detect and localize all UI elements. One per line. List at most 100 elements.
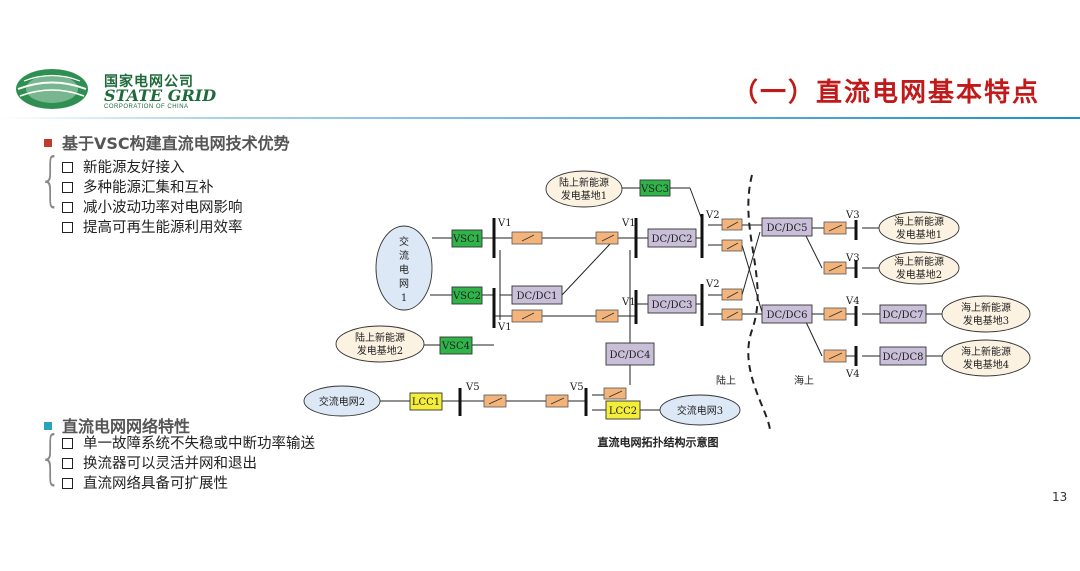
list-item-text: 减小波动功率对电网影响	[83, 200, 243, 216]
section-heading-vsc: 基于VSC构建直流电网技术优势	[44, 130, 290, 154]
slide-title: （一）直流电网基本特点	[731, 78, 1040, 108]
bus-label-v1: V1	[497, 218, 512, 229]
bus-label-v5: V5	[465, 382, 480, 393]
ac-grid-3-ellipse	[659, 394, 741, 426]
section-heading-text: 直流电网网络特性	[62, 417, 191, 436]
land-base-1-line1: 陆上新能源	[559, 176, 609, 189]
lcc1-label: LCC1	[412, 397, 440, 408]
checkbox-bullet-icon	[62, 202, 73, 213]
bus-label-v3: V3	[845, 210, 860, 221]
checkbox-bullet-icon	[62, 438, 73, 449]
section-heading-network: 直流电网网络特性	[44, 413, 190, 437]
brace-icon: {	[39, 145, 62, 213]
ellipse-labels: 交 流 电 网 1 陆上新能源 发电基地1 陆上新能源 发电基地2 海上新能源 …	[319, 176, 1011, 417]
sea-base-1-ellipse	[878, 211, 960, 245]
vsc4-label: VSC4	[441, 341, 470, 352]
checkbox-bullet-icon	[62, 478, 73, 489]
bus-label-v1: V1	[497, 322, 512, 333]
dc-breaker-icon	[721, 239, 743, 252]
dcdc1-box	[511, 285, 563, 305]
bus-label-v5: V5	[569, 382, 584, 393]
vsc1-box	[451, 229, 483, 248]
connection-lines	[380, 187, 942, 411]
land-base-2-ellipse	[335, 325, 425, 363]
bus-label-v1: V1	[621, 297, 636, 308]
dcdc6-box	[761, 304, 813, 324]
list-item: 单一故障系统不失稳或中断功率输送	[62, 434, 315, 454]
dcdc2-box	[647, 228, 697, 248]
sea-base-4-line2: 发电基地4	[963, 358, 1009, 371]
logo-subtitle: CORPORATION OF CHINA	[104, 104, 189, 110]
source-ellipses	[303, 170, 1031, 426]
network-features-list: 单一故障系统不失稳或中断功率输送 换流器可以灵活并网和退出 直流网络具备可扩展性	[62, 434, 315, 494]
dc-breaker-icon	[603, 387, 627, 400]
checkbox-bullet-icon	[62, 162, 73, 173]
ac-grid-3-label: 交流电网3	[677, 404, 723, 417]
brace-icon: {	[39, 423, 62, 491]
sea-base-2-line2: 发电基地2	[896, 268, 942, 281]
lcc2-box	[605, 400, 641, 420]
ac-grid-1-char: 流	[399, 249, 409, 262]
list-item-text: 新能源友好接入	[83, 160, 185, 176]
dc-breaker-icon	[721, 288, 743, 301]
ac-grid-1-char: 网	[399, 278, 409, 290]
dcdc8-label: DC/DC8	[882, 352, 923, 363]
dcdc3-label: DC/DC3	[651, 300, 692, 311]
dc-breaker-icon	[721, 308, 743, 321]
land-base-2-line2: 发电基地2	[357, 344, 403, 357]
ac-grid-1-char: 交	[399, 235, 409, 248]
logo-chinese-name: 国家电网公司	[104, 74, 194, 90]
dcdc6-label: DC/DC6	[766, 310, 807, 321]
list-item: 减小波动功率对电网影响	[62, 198, 243, 218]
ac-grid-1-char: 电	[399, 263, 409, 276]
ac-grid-2-ellipse	[303, 385, 381, 417]
land-base-1-line2: 发电基地1	[561, 189, 607, 202]
section-bullet-icon	[44, 139, 52, 147]
dc-breaker-icon	[721, 218, 743, 231]
ac-grid-2-label: 交流电网2	[319, 395, 365, 408]
bus-labels: V1 V1 V1 V1 V2 V2 V3 V3 V4 V4 V5 V5	[465, 210, 860, 393]
vsc2-box	[451, 286, 483, 305]
page-number: 13	[1052, 490, 1068, 504]
ac-grid-1-char: 1	[401, 293, 407, 304]
vsc4-box	[439, 336, 473, 355]
breaker-switch-marks	[488, 221, 843, 405]
lcc2-label: LCC2	[609, 406, 637, 417]
land-base-1-ellipse	[545, 170, 623, 208]
dcdc5-box	[761, 217, 813, 237]
list-item: 直流网络具备可扩展性	[62, 474, 315, 494]
lcc1-box	[409, 392, 443, 411]
list-item: 换流器可以灵活并网和退出	[62, 454, 315, 474]
bus-label-v2: V2	[705, 279, 720, 290]
dcdc4-box	[605, 342, 655, 366]
sea-base-2-ellipse	[878, 251, 960, 285]
list-item: 多种能源汇集和互补	[62, 178, 243, 198]
vsc3-label: VSC3	[640, 184, 669, 195]
header-divider	[0, 117, 1080, 119]
list-item: 提高可再生能源利用效率	[62, 218, 243, 238]
checkbox-bullet-icon	[62, 182, 73, 193]
diagram-caption: 直流电网拓扑结构示意图	[598, 435, 719, 449]
list-item: 新能源友好接入	[62, 158, 243, 178]
list-item-text: 直流网络具备可扩展性	[83, 476, 228, 492]
sea-base-4-line1: 海上新能源	[961, 345, 1011, 358]
dcdc5-label: DC/DC5	[766, 223, 807, 234]
vsc3-box	[639, 179, 671, 197]
sea-base-3-line2: 发电基地3	[963, 314, 1009, 327]
vsc2-label: VSC2	[452, 291, 481, 302]
sea-base-3-line1: 海上新能源	[961, 301, 1011, 314]
land-sea-divider	[747, 174, 771, 431]
converters	[409, 179, 927, 420]
list-item-text: 多种能源汇集和互补	[83, 180, 214, 196]
region-sea-label: 海上	[794, 374, 814, 387]
region-land-label: 陆上	[716, 374, 736, 387]
sea-base-1-line1: 海上新能源	[894, 215, 944, 228]
bus-label-v1: V1	[621, 218, 636, 229]
converter-labels: VSC1 VSC2 VSC3 VSC4 DC/DC1 DC/DC2 DC/DC3…	[412, 184, 924, 417]
dcdc7-label: DC/DC7	[882, 310, 923, 321]
bus-label-v4: V4	[845, 369, 860, 380]
dcdc8-box	[879, 346, 927, 366]
dcdc7-box	[879, 304, 927, 324]
list-item-text: 换流器可以灵活并网和退出	[83, 456, 257, 472]
section-bullet-icon	[44, 422, 52, 430]
